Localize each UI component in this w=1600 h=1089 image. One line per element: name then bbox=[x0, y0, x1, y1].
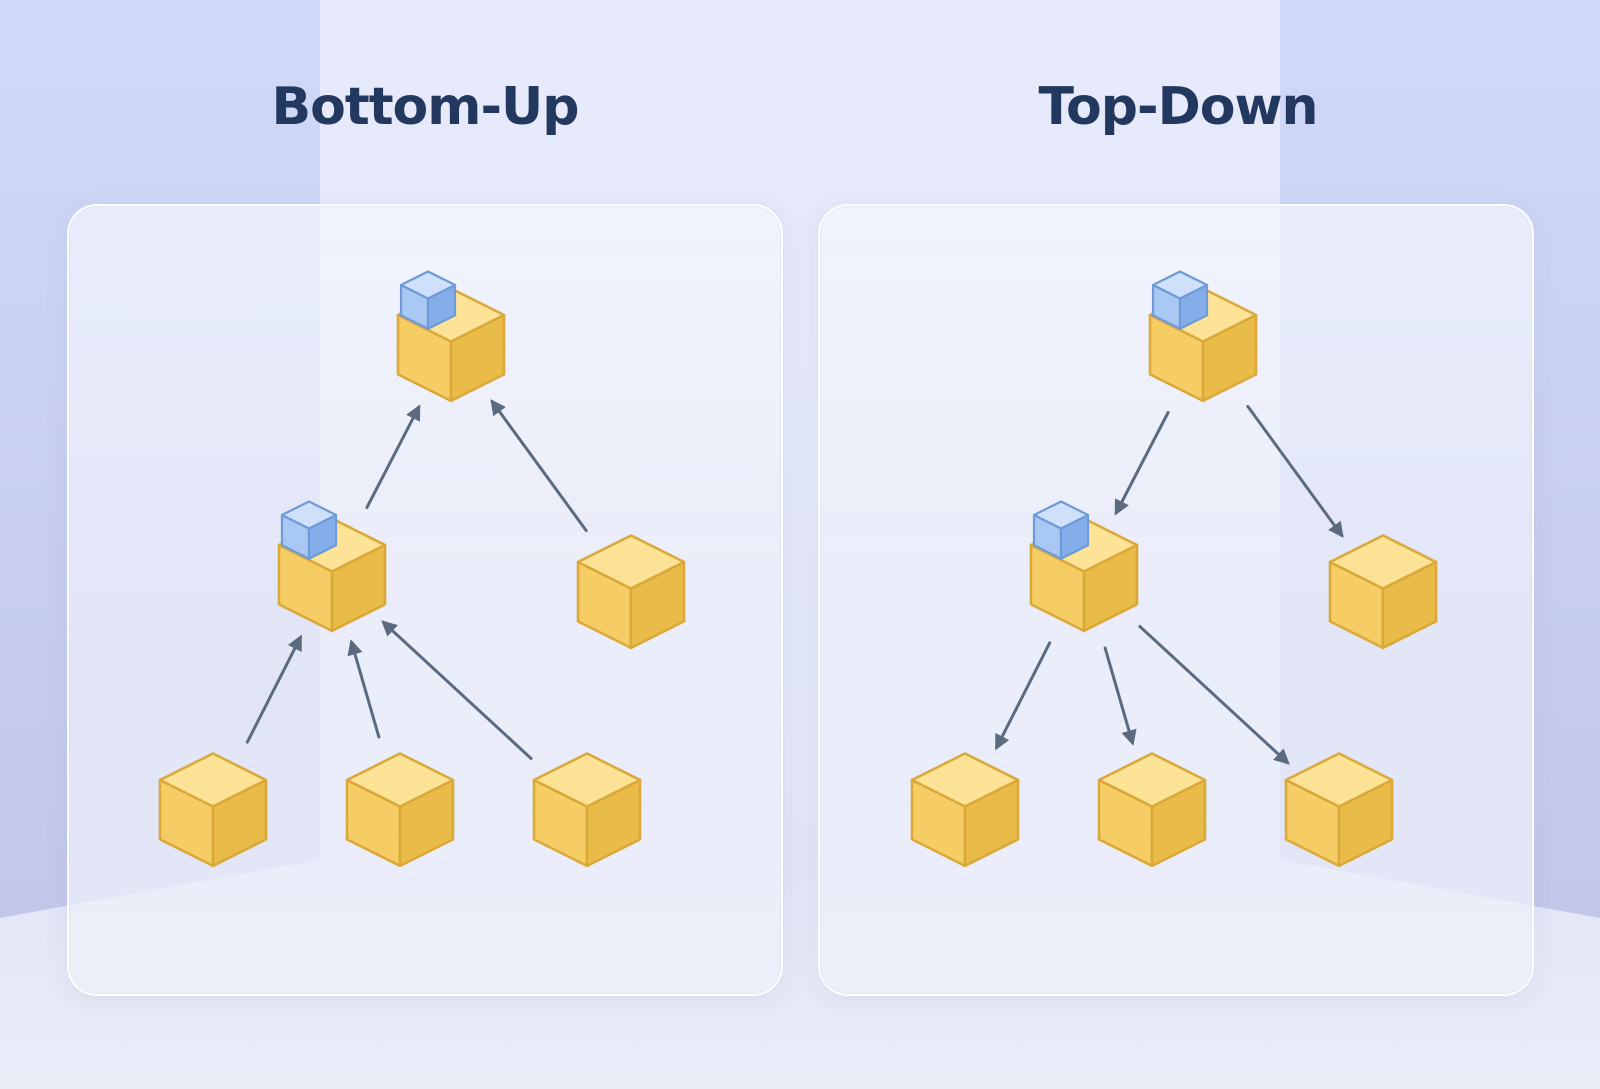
top-down-node-leaf-3 bbox=[1284, 752, 1394, 868]
top-down-node-leaf-1 bbox=[910, 752, 1020, 868]
bottom-up-arrow-leaf-1-to-mid bbox=[245, 634, 302, 744]
top-down-arrow-mid-to-leaf-2 bbox=[1103, 646, 1137, 746]
bottom-up-node-leaf-3 bbox=[532, 752, 642, 868]
module-cube-icon bbox=[399, 270, 457, 330]
top-down-arrow-root-to-mid bbox=[1114, 411, 1170, 516]
bottom-up-node-mid bbox=[277, 500, 387, 633]
module-cube-icon bbox=[1032, 500, 1090, 560]
top-down-arrow-mid-to-leaf-3 bbox=[1138, 625, 1290, 765]
top-down-node-root bbox=[1148, 270, 1258, 403]
top-down-title: Top-Down bbox=[1038, 77, 1318, 137]
module-cube-icon bbox=[1151, 270, 1209, 330]
bottom-up-arrow-leaf-2-to-mid bbox=[347, 639, 381, 739]
bottom-up-node-leaf-1 bbox=[158, 752, 268, 868]
bottom-up-node-leaf-2 bbox=[345, 752, 455, 868]
bottom-up-arrow-right-to-root bbox=[490, 399, 588, 533]
top-down-arrow-mid-to-leaf-1 bbox=[995, 641, 1052, 751]
top-down-node-leaf-2 bbox=[1097, 752, 1207, 868]
bottom-up-arrow-leaf-3-to-mid bbox=[381, 620, 533, 760]
top-down-arrow-root-to-right bbox=[1246, 404, 1344, 538]
bottom-up-node-right bbox=[576, 534, 686, 650]
top-down-node-right bbox=[1328, 534, 1438, 650]
bottom-up-title: Bottom-Up bbox=[271, 77, 579, 137]
bottom-up-arrow-mid-to-root bbox=[365, 404, 421, 509]
module-cube-icon bbox=[280, 500, 338, 560]
bottom-up-node-root bbox=[396, 270, 506, 403]
top-down-node-mid bbox=[1029, 500, 1139, 633]
